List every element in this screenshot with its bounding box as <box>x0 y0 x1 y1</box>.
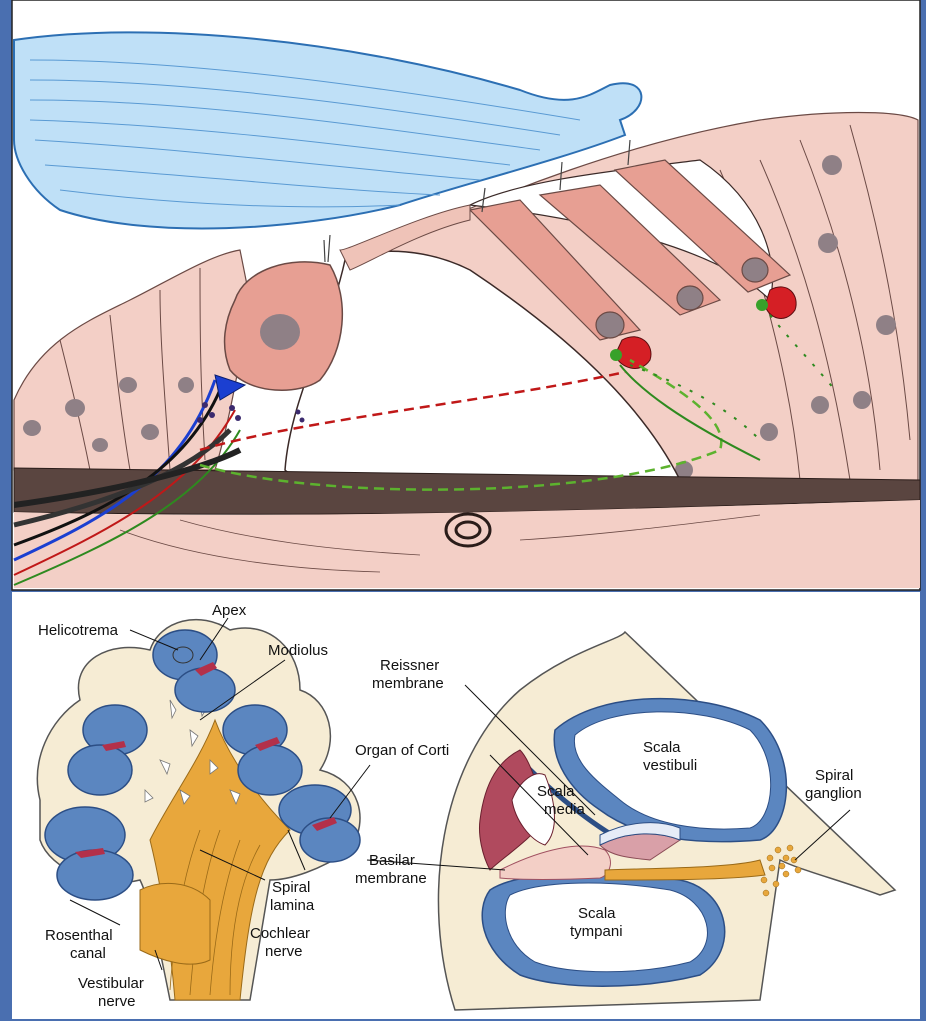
label-vestibular-nerve-2: nerve <box>98 993 136 1010</box>
label-basilar-1: Basilar <box>369 852 415 869</box>
label-reissner-1: Reissner <box>380 657 439 674</box>
cochlea-section-panel: Apex Helicotrema Modiolus Reissner membr… <box>12 592 920 1019</box>
label-vestibular-nerve-1: Vestibular <box>78 975 144 992</box>
organ-of-corti-detail-panel <box>12 0 920 590</box>
label-apex: Apex <box>212 602 247 619</box>
label-scala-media-2: media <box>544 801 586 818</box>
label-spiral-ganglion-1: Spiral <box>815 767 853 784</box>
label-scala-media-1: Scala <box>537 783 575 800</box>
label-rosenthal-2: canal <box>70 945 106 962</box>
label-rosenthal-1: Rosenthal <box>45 927 113 944</box>
label-modiolus: Modiolus <box>268 642 328 659</box>
label-scala-tympani-1: Scala <box>578 905 616 922</box>
label-spiral-lamina-1: Spiral <box>272 879 310 896</box>
label-reissner-2: membrane <box>372 675 444 692</box>
label-scala-vestibuli-2: vestibuli <box>643 757 697 774</box>
label-basilar-2: membrane <box>355 870 427 887</box>
label-helicotrema: Helicotrema <box>38 622 119 639</box>
label-cochlear-nerve-2: nerve <box>265 943 303 960</box>
label-scala-vestibuli-1: Scala <box>643 739 681 756</box>
label-spiral-lamina-2: lamina <box>270 897 315 914</box>
label-cochlear-nerve-1: Cochlear <box>250 925 310 942</box>
vestibular-nerve <box>140 883 210 964</box>
label-scala-tympani-2: tympani <box>570 923 623 940</box>
label-spiral-ganglion-2: ganglion <box>805 785 862 802</box>
label-organ-of-corti: Organ of Corti <box>355 742 449 759</box>
